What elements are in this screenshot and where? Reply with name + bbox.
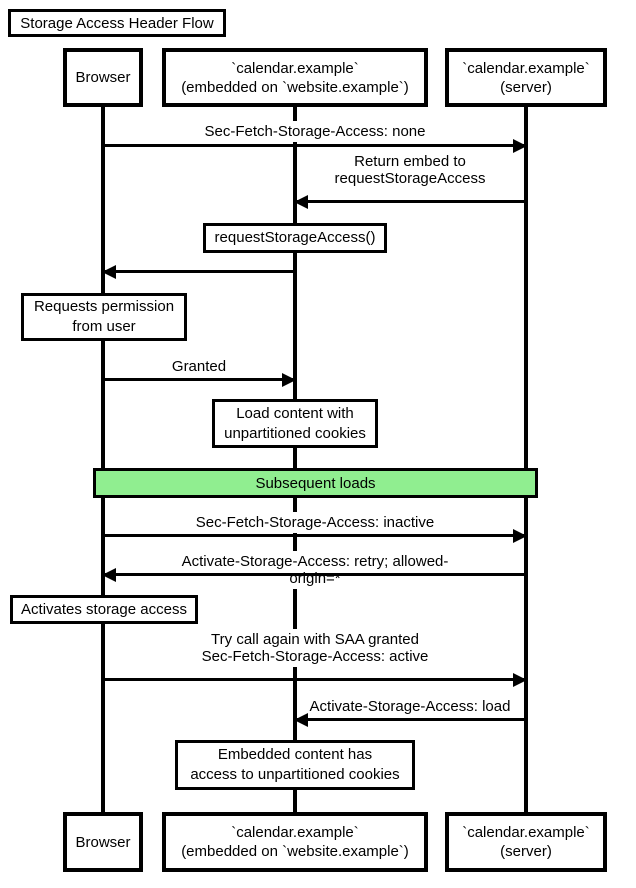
participant-embed-top: `calendar.example` (embedded on `website… (162, 48, 428, 107)
participant-browser-label: Browser (75, 69, 131, 86)
participant-browser-bottom: Browser (63, 812, 143, 872)
message-label-activate-load: Activate-Storage-Access: load (305, 696, 515, 717)
participant-server-top: `calendar.example` (server) (445, 48, 607, 107)
message-label-sec-fetch-none: Sec-Fetch-Storage-Access: none (200, 121, 430, 142)
message-label-return-embed: Return embed to requestStorageAccess (330, 151, 490, 189)
participant-server-bottom: `calendar.example` (server) (445, 812, 607, 872)
message-arrow-sec-fetch-inactive (103, 528, 527, 543)
lifeline-server (524, 107, 528, 812)
participant-browser-label: Browser (75, 833, 131, 851)
message-arrow-sec-fetch-none (103, 138, 527, 153)
participant-server-label: `calendar.example` (server) (462, 59, 590, 96)
message-label-activate-retry: Activate-Storage-Access: retry; allowed-… (154, 551, 476, 589)
arrowhead-icon (513, 672, 527, 687)
message-arrow-granted (103, 372, 296, 387)
arrowhead-icon (513, 528, 527, 543)
arrowhead-icon (282, 372, 296, 387)
participant-server-label: `calendar.example` (server) (462, 824, 590, 860)
note-embedded-content-access: Embedded content has access to unpartiti… (175, 740, 415, 790)
arrowhead-icon (102, 567, 116, 582)
participant-embed-bottom: `calendar.example` (embedded on `website… (162, 812, 428, 872)
message-arrow-activate-retry (102, 567, 526, 582)
lifeline-browser (101, 107, 105, 812)
lifeline-embed (293, 107, 297, 812)
band-subsequent-loads: Subsequent loads (93, 468, 538, 498)
arrowhead-icon (513, 138, 527, 153)
message-label-sec-fetch-inactive: Sec-Fetch-Storage-Access: inactive (191, 512, 439, 533)
message-arrow-request-storage-access (102, 264, 295, 279)
arrowhead-icon (294, 194, 308, 209)
participant-embed-label: `calendar.example` (embedded on `website… (181, 824, 409, 860)
message-arrow-activate-load (294, 712, 526, 727)
diagram-title-text: Storage Access Header Flow (20, 14, 214, 32)
arrowhead-icon (294, 712, 308, 727)
diagram-title: Storage Access Header Flow (8, 9, 226, 37)
message-label-granted: Granted (167, 356, 231, 377)
note-request-storage-access: requestStorageAccess() (203, 223, 387, 253)
band-label: Subsequent loads (255, 474, 376, 492)
message-arrow-return-embed (294, 194, 526, 209)
participant-embed-label: `calendar.example` (embedded on `website… (181, 59, 409, 96)
note-activates-storage-access: Activates storage access (10, 595, 198, 624)
note-load-content: Load content with unpartitioned cookies (212, 399, 378, 448)
note-requests-permission: Requests permission from user (21, 293, 187, 341)
message-label-try-call-again: Try call again with SAA granted Sec-Fetc… (197, 629, 433, 667)
message-arrow-try-call-again (103, 672, 527, 687)
participant-browser-top: Browser (63, 48, 143, 107)
arrowhead-icon (102, 264, 116, 279)
